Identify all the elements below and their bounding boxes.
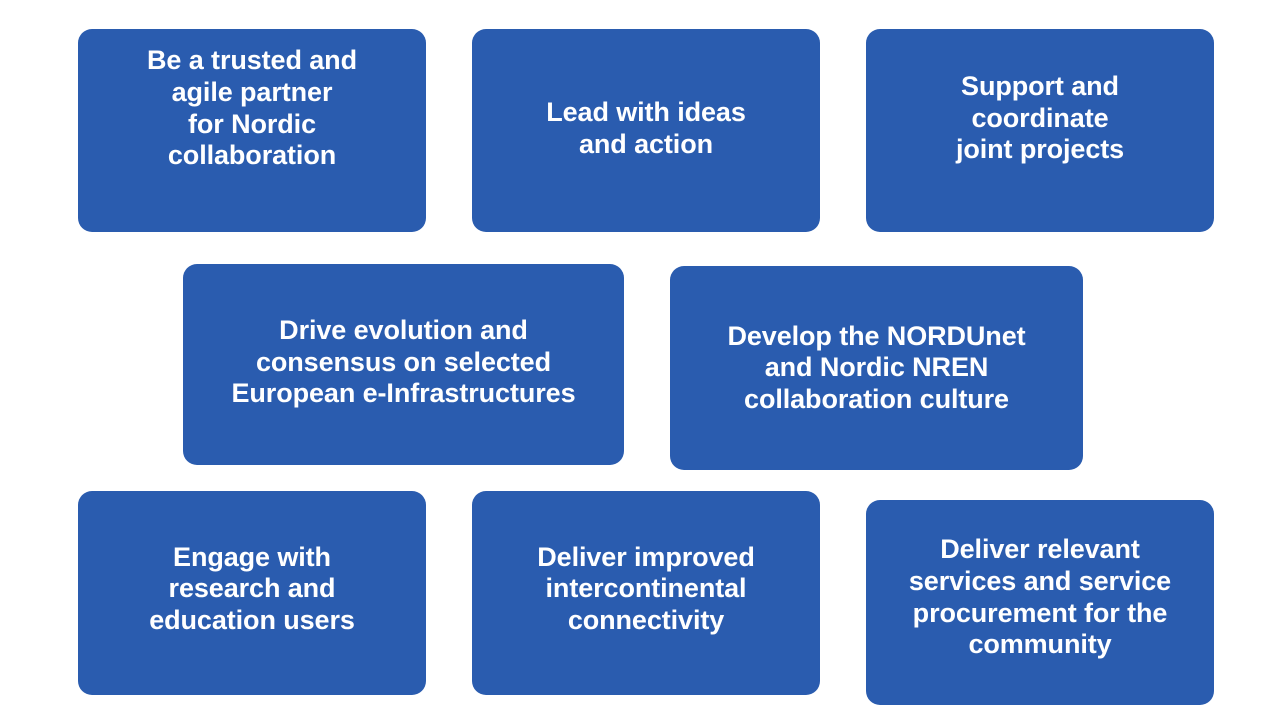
goal-card-drive-evolution-consensus[interactable]: Drive evolution and consensus on selecte…	[183, 264, 624, 465]
goal-card-label: Drive evolution and consensus on selecte…	[231, 315, 576, 409]
goal-card-label: Deliver relevant services and service pr…	[908, 534, 1172, 660]
goal-card-label: Develop the NORDUnet and Nordic NREN col…	[727, 320, 1026, 414]
goal-card-label: Support and coordinate joint projects	[955, 71, 1125, 165]
goal-card-develop-nordunet-nren-culture[interactable]: Develop the NORDUnet and Nordic NREN col…	[670, 266, 1083, 470]
goal-card-label: Engage with research and education users	[149, 541, 355, 635]
goal-card-label: Be a trusted and agile partner for Nordi…	[147, 45, 357, 171]
goal-card-label: Deliver improved intercontinental connec…	[537, 541, 755, 635]
goal-card-engage-research-education-users[interactable]: Engage with research and education users	[78, 491, 426, 695]
goal-card-support-coordinate-joint-projects[interactable]: Support and coordinate joint projects	[866, 29, 1214, 232]
goal-card-deliver-intercontinental-connectivity[interactable]: Deliver improved intercontinental connec…	[472, 491, 820, 695]
goal-card-trusted-agile-partner[interactable]: Be a trusted and agile partner for Nordi…	[78, 29, 426, 232]
goal-card-deliver-services-procurement[interactable]: Deliver relevant services and service pr…	[866, 500, 1214, 705]
goal-card-lead-with-ideas[interactable]: Lead with ideas and action	[472, 29, 820, 232]
goal-card-label: Lead with ideas and action	[546, 96, 746, 159]
